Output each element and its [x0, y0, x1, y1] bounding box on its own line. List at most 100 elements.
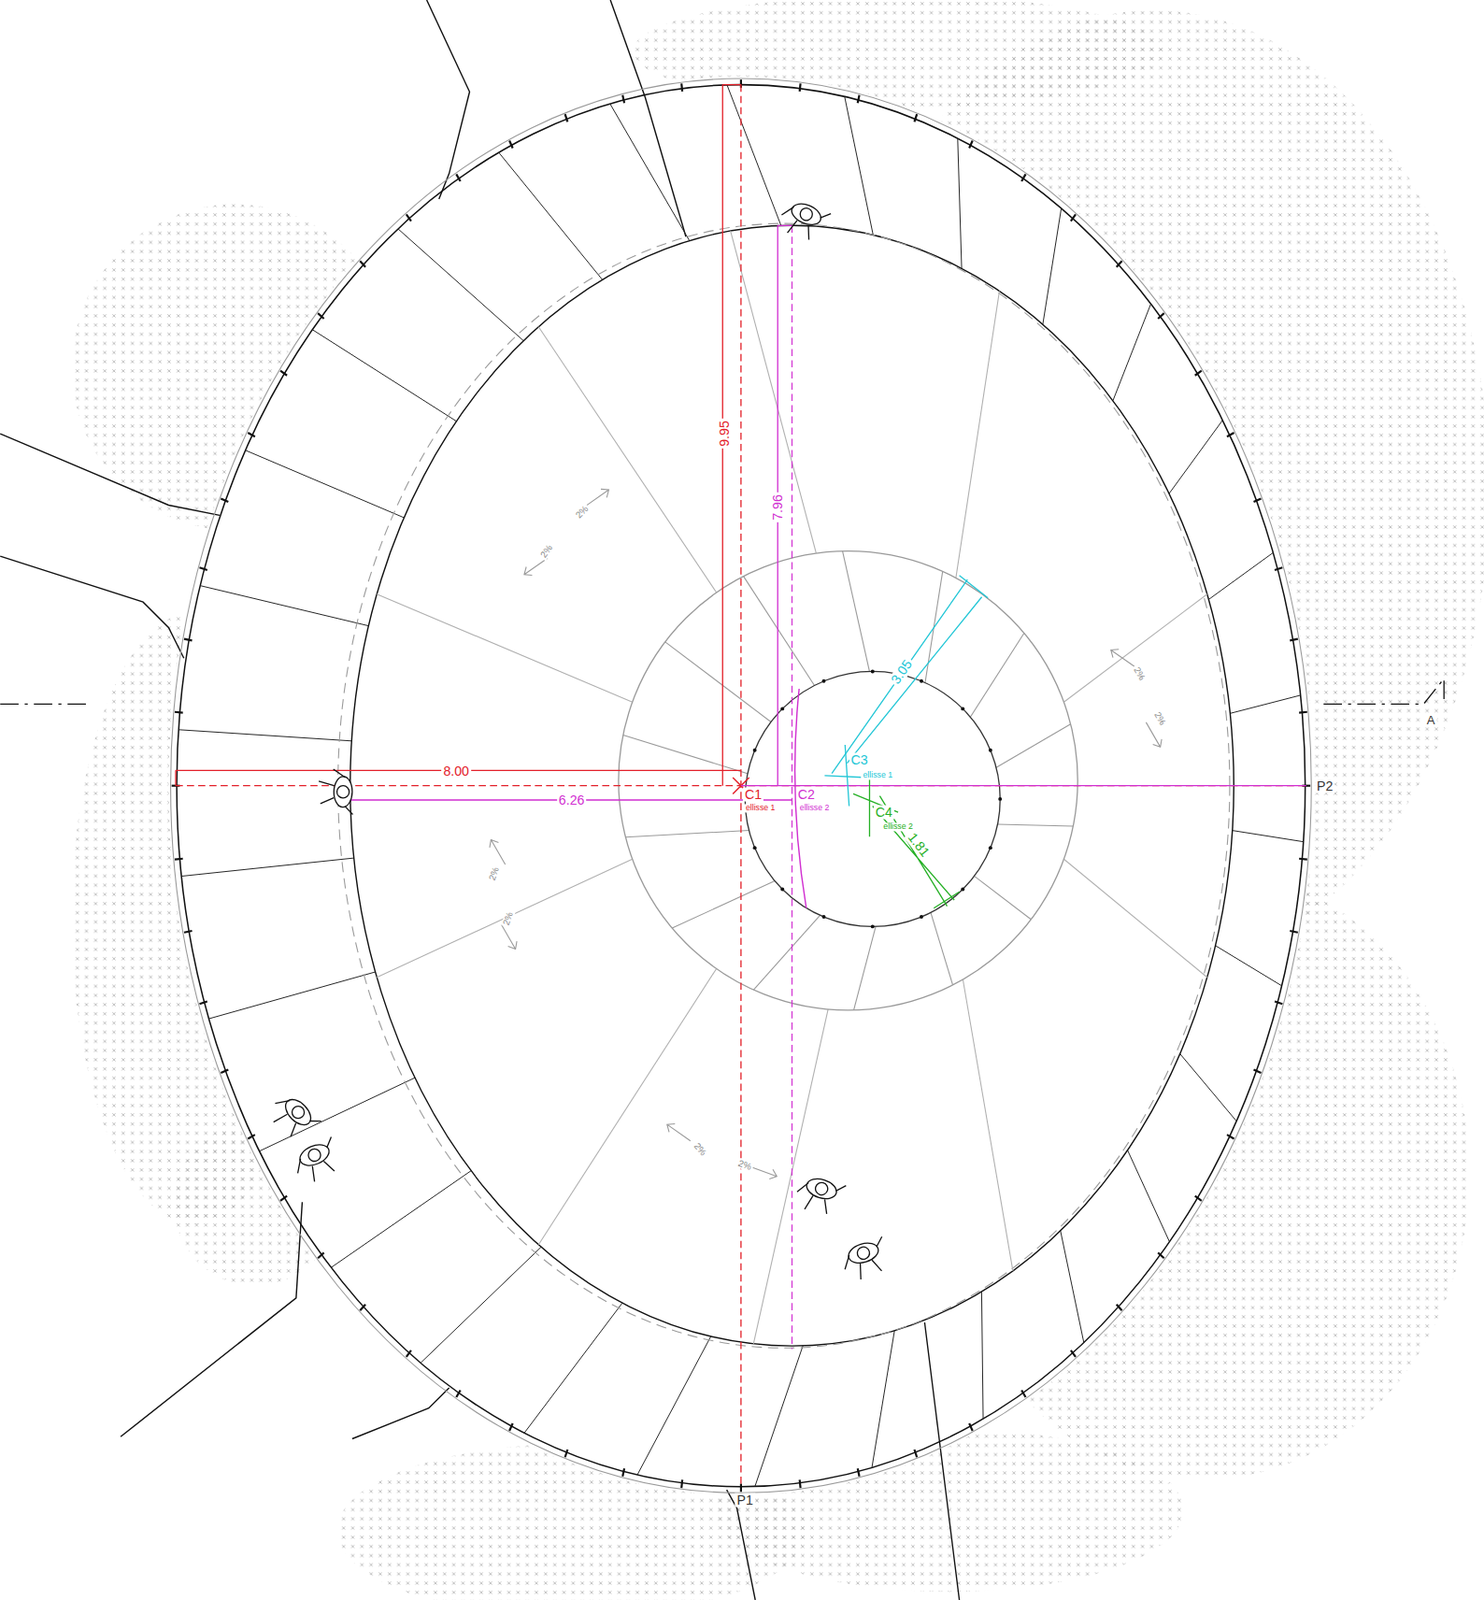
person-head [336, 785, 349, 799]
outer-edge [171, 78, 1313, 1493]
light-dot [988, 845, 993, 850]
paving-joint [398, 228, 524, 342]
edge-tick [913, 114, 917, 122]
edge-tick [199, 567, 207, 571]
slope-value: 2% [690, 1139, 710, 1159]
light-dot [753, 748, 757, 753]
paving-joint [727, 85, 782, 227]
paving-joint [312, 329, 457, 422]
road-edge [727, 1489, 757, 1600]
light-dot [919, 679, 924, 684]
slope-value: 2% [538, 541, 557, 561]
light-dot [960, 706, 965, 711]
ring-joint [996, 724, 1071, 769]
slope-line [376, 594, 632, 703]
edge-tick [317, 1252, 324, 1258]
light-dot [780, 886, 785, 891]
centre-name: C2 [796, 786, 817, 801]
light-dot [998, 797, 1002, 801]
road-edge [427, 0, 471, 200]
edge-tick [359, 260, 366, 267]
paving-joint [181, 857, 355, 876]
edge-tick [565, 114, 569, 122]
person-body [804, 1175, 840, 1202]
person-figure [792, 1171, 846, 1219]
person-head [856, 1245, 871, 1261]
slope-line [962, 979, 1014, 1271]
dimension-value: 6.26 [556, 793, 587, 808]
edge-tick [1298, 711, 1308, 714]
paving-joint [981, 1291, 984, 1419]
person-limb [792, 1171, 846, 1219]
dimension-value: 7.96 [770, 492, 785, 523]
person-limb [839, 1236, 893, 1284]
person-limb [265, 1088, 322, 1145]
ring-joint [974, 875, 1032, 919]
paving-joint [499, 152, 603, 280]
slope-line [1063, 858, 1207, 977]
edge-tick [220, 498, 229, 502]
edge-tick [1021, 173, 1026, 182]
person-head [306, 1146, 323, 1163]
person-body [333, 776, 353, 808]
edge-tick [799, 83, 802, 92]
edge-tick [1254, 1069, 1262, 1073]
slope-arrows [486, 485, 1166, 1182]
ring-joint [625, 830, 749, 838]
road-edge [120, 1201, 302, 1437]
person-figure [265, 1088, 322, 1145]
edge-tick [1195, 371, 1202, 376]
construction-cyan [824, 575, 988, 807]
edge-tick [509, 1423, 514, 1431]
paving-joint [1169, 420, 1223, 495]
people [265, 196, 893, 1284]
person-body [281, 1095, 316, 1130]
person-head [289, 1103, 308, 1122]
vegetation [71, 0, 1484, 1600]
paving-joint [1113, 303, 1152, 401]
ring-joint [842, 551, 871, 672]
section-name: A [1425, 713, 1438, 728]
edge-tick [680, 1479, 684, 1488]
edge-tick [359, 1304, 366, 1311]
section-line [0, 703, 92, 705]
light-dot [870, 924, 875, 928]
road-edge [352, 1387, 450, 1440]
paving-joint [1232, 830, 1304, 842]
dimension-tick [824, 575, 988, 807]
axis-line [741, 784, 1307, 786]
edge-tick [1070, 1350, 1076, 1357]
paving-joint [259, 1077, 415, 1152]
edge-tick [1157, 313, 1164, 319]
edge-tick [456, 173, 460, 182]
slope-line [538, 327, 716, 593]
edge-tick [1195, 1196, 1202, 1201]
person-figure [289, 1137, 345, 1187]
road-edge [0, 556, 185, 658]
slope-value: 2% [571, 502, 591, 522]
light-dot [988, 748, 993, 753]
edge-tick [1274, 567, 1283, 571]
construction-green [853, 775, 960, 909]
centre-circle [744, 670, 1000, 927]
centre-note: ellisse 1 [743, 803, 778, 813]
paving-joint [1127, 1150, 1171, 1242]
point-name: P1 [735, 1493, 756, 1508]
slope-line [956, 290, 1000, 578]
dimension-value: 3.05 [887, 655, 916, 687]
person-limb [317, 769, 354, 815]
edge-tick [199, 1000, 207, 1004]
road-edge [924, 1322, 959, 1600]
person-head [798, 206, 814, 223]
paving-joint [199, 585, 369, 627]
edge-tick [680, 83, 684, 92]
ring-joint [623, 734, 748, 773]
dimension-line [831, 579, 983, 773]
edge-tick [969, 1423, 973, 1431]
person-figure [317, 769, 354, 815]
paving-joint [1180, 1054, 1237, 1122]
paving-joint [1208, 552, 1273, 600]
road-edge [610, 0, 686, 237]
paving-joint [637, 1336, 712, 1475]
